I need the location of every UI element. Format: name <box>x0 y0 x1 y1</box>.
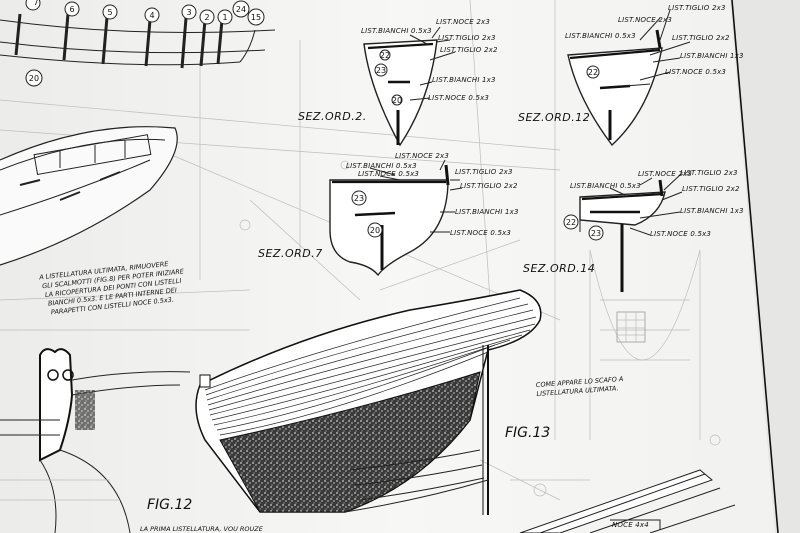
section-ord-12: 22 LIST.NOCE 2x3 LIST.TIGLIO 2x3 LIST.BI… <box>518 4 744 147</box>
s14-num-23: 23 <box>591 229 601 238</box>
hull-plan-view <box>0 126 178 266</box>
top-number-labels: 7 6 5 4 3 2 1 24 15 20 <box>25 0 265 83</box>
s2-label-4: LIST.BIANCHI 1x3 <box>432 76 496 84</box>
s2-label-5: LIST.NOCE 0.5x3 <box>428 94 489 102</box>
s12-label-1: LIST.TIGLIO 2x3 <box>668 4 726 12</box>
s12-label-5: LIST.NOCE 0.5x3 <box>665 68 726 76</box>
top-num-2: 2 <box>204 13 209 22</box>
s12-label-0: LIST.NOCE 2x3 <box>618 16 672 24</box>
s12-title: SEZ.ORD.12 <box>518 111 590 124</box>
top-num-4: 4 <box>149 11 154 20</box>
sheet-border <box>731 0 779 533</box>
s2-label-0: LIST.NOCE 2x3 <box>436 18 490 26</box>
stern-detail <box>0 348 191 533</box>
s2-num-20: 20 <box>392 96 402 105</box>
top-num-5: 5 <box>107 8 112 17</box>
s7-num-20: 20 <box>370 226 380 235</box>
s12-num-22: 22 <box>588 68 598 77</box>
s14-label-0: LIST.NOCE 2x3 <box>638 170 692 178</box>
s2-label-2: LIST.TIGLIO 2x3 <box>438 34 496 42</box>
planked-hull-fig13 <box>195 289 542 515</box>
bottom-note: LA PRIMA LISTELLATURA, VOU ROUZE <box>140 525 264 533</box>
top-num-1: 1 <box>222 13 227 22</box>
s7-label-5: LIST.BIANCHI 1x3 <box>455 208 519 216</box>
s7-label-2: LIST.NOCE 0.5x3 <box>358 170 419 178</box>
s14-label-4: LIST.BIANCHI 1x3 <box>680 207 744 215</box>
s7-label-6: LIST.NOCE 0.5x3 <box>450 229 511 237</box>
sheet-edge <box>730 0 800 533</box>
s2-num-23: 23 <box>376 66 386 75</box>
top-num-20: 20 <box>29 74 39 83</box>
top-num-6: 6 <box>69 5 74 14</box>
s2-num-22: 22 <box>380 51 390 60</box>
s7-num-23: 23 <box>354 194 364 203</box>
s2-label-1: LIST.BIANCHI 0.5x3 <box>361 27 432 35</box>
hull-elevation-top <box>0 13 276 87</box>
top-num-3: 3 <box>186 8 191 17</box>
s14-label-5: LIST.NOCE 0.5x3 <box>650 230 711 238</box>
s14-label-3: LIST.TIGLIO 2x2 <box>682 185 740 193</box>
s14-num-22: 22 <box>566 218 576 227</box>
section-ord-14: 22 23 LIST.NOCE 2x3 LIST.BIANCHI 0.5x3 L… <box>523 169 744 292</box>
fig13-label: FIG.13 <box>505 425 550 441</box>
s7-label-4: LIST.TIGLIO 2x2 <box>460 182 518 190</box>
bottom-label: NOCE 4x4 <box>612 521 649 529</box>
section-ord-7: 23 20 LIST.NOCE 2x3 LIST.BIANCHI 0.5x3 L… <box>258 152 519 277</box>
faint-construction-lines <box>0 0 721 501</box>
s7-label-1: LIST.BIANCHI 0.5x3 <box>346 162 417 170</box>
s14-label-2: LIST.TIGLIO 2x3 <box>680 169 738 177</box>
s12-label-2: LIST.BIANCHI 0.5x3 <box>565 32 636 40</box>
s7-label-3: LIST.TIGLIO 2x3 <box>455 168 513 176</box>
plank-sticks <box>519 469 736 533</box>
left-note: A LISTELLATURA ULTIMATA, RIMUOVERE GLI S… <box>38 260 185 317</box>
top-num-7: 7 <box>33 0 38 7</box>
s12-label-4: LIST.BIANCHI 1x3 <box>680 52 744 60</box>
section-ord-2: 23 22 20 LIST.NOCE 2x3 LIST.BIANCHI 0.5x… <box>298 18 498 147</box>
s2-label-3: LIST.TIGLIO 2x2 <box>440 46 498 54</box>
s2-title: SEZ.ORD.2. <box>298 110 367 123</box>
fig12-label: FIG.12 <box>147 497 192 513</box>
s14-label-1: LIST.BIANCHI 0.5x3 <box>570 182 641 190</box>
s12-label-3: LIST.TIGLIO 2x2 <box>672 34 730 42</box>
top-num-24: 24 <box>236 5 246 14</box>
s7-label-0: LIST.NOCE 2x3 <box>395 152 449 160</box>
s14-title: SEZ.ORD.14 <box>523 262 595 275</box>
top-num-15: 15 <box>251 13 261 22</box>
s7-title: SEZ.ORD.7 <box>258 247 323 260</box>
